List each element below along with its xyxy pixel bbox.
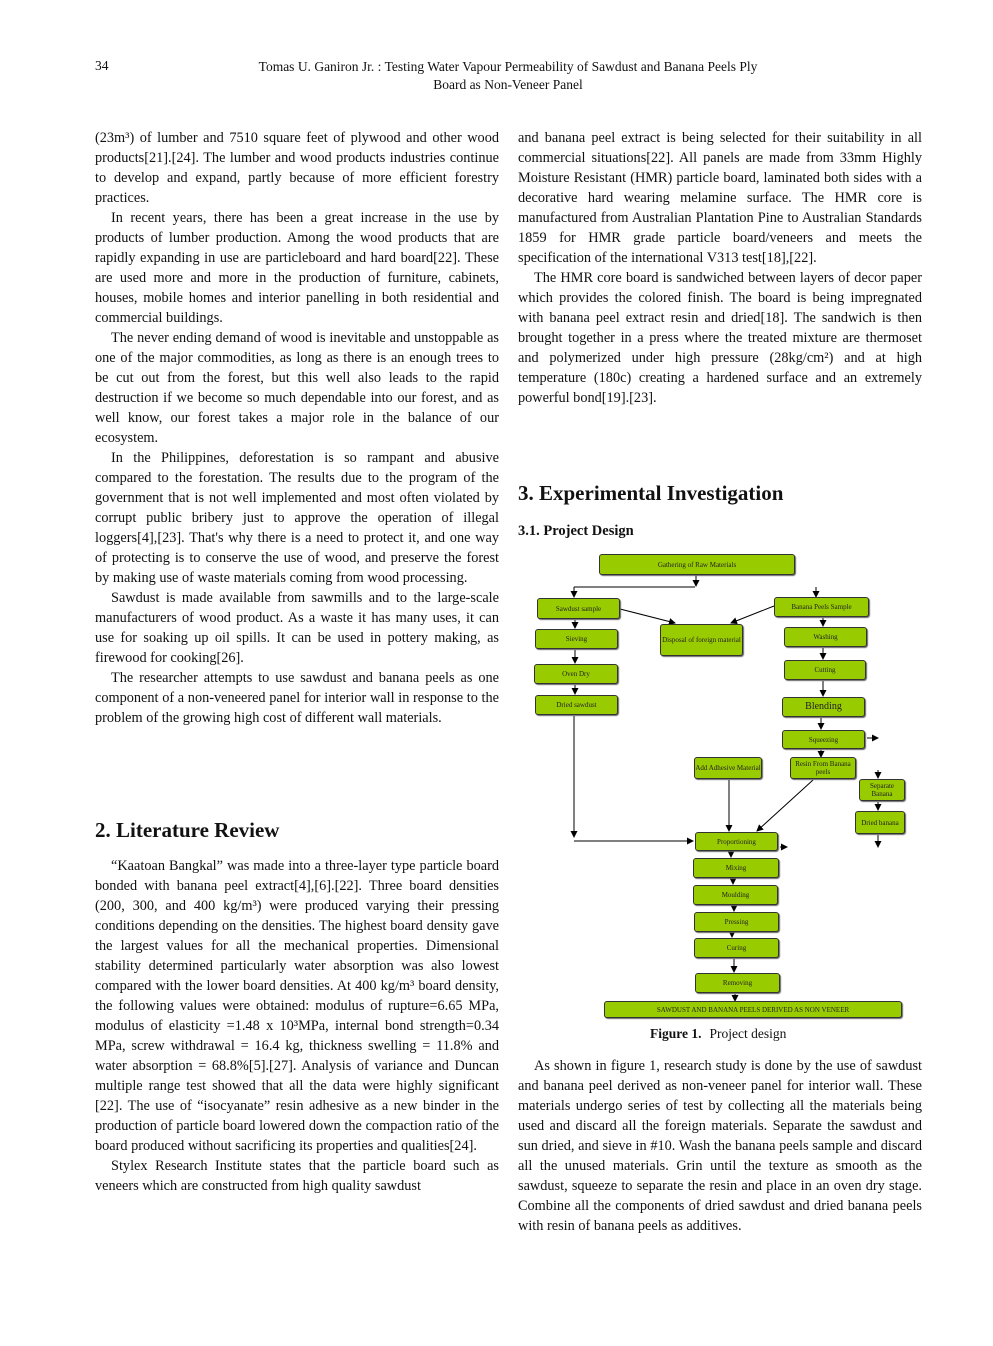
paragraph: and banana peel extract is being selecte… [518, 130, 922, 266]
box-washing: Washing [784, 627, 867, 647]
running-title-line1: Tomas U. Ganiron Jr. : Testing Water Vap… [258, 59, 758, 74]
paragraph: The never ending demand of wood is inevi… [95, 330, 499, 446]
box-squeezing: Squeezing [782, 730, 865, 749]
box-proportioning: Proportioning [695, 832, 778, 851]
box-removing: Removing [695, 973, 780, 993]
box-separate-banana: Separate Banana [859, 779, 905, 801]
running-title: Tomas U. Ganiron Jr. : Testing Water Vap… [150, 58, 866, 94]
box-curing: Curing [694, 938, 779, 958]
running-title-line2: Board as Non-Veneer Panel [433, 77, 583, 92]
box-gathering-raw-materials: Gathering of Raw Materials [599, 554, 795, 575]
left-column-top: (23m³) of lumber and 7510 square feet of… [95, 128, 499, 728]
box-banana-peels-sample: Banana Peels Sample [774, 597, 869, 617]
figure-caption: Figure 1. Project design [650, 1026, 786, 1042]
subsection-heading-project-design: 3.1. Project Design [518, 523, 634, 539]
section-heading-experimental: 3. Experimental Investigation [518, 481, 784, 505]
flowchart-connectors [570, 575, 882, 1002]
box-dried-banana: Dried banana [855, 811, 905, 834]
box-dried-sawdust: Dried sawdust [535, 695, 618, 715]
box-disposal-foreign-material: Disposal of foreign material [660, 624, 743, 656]
paragraph: “Kaatoan Bangkal” was made into a three-… [95, 858, 499, 1154]
box-resin-from-banana-peels: Resin From Banana peels [790, 757, 856, 779]
figure-caption-label: Figure 1. [650, 1026, 702, 1041]
box-cutting: Cutting [784, 660, 866, 680]
box-add-adhesive-material: Add Adhesive Material [694, 757, 762, 779]
paragraph: In recent years, there has been a great … [95, 210, 499, 326]
paragraph: The researcher attempts to use sawdust a… [95, 670, 499, 726]
section-heading-literature-review: 2. Literature Review [95, 818, 280, 842]
box-moulding: Moulding [693, 885, 778, 905]
paragraph: The HMR core board is sandwiched between… [518, 270, 922, 406]
box-mixing: Mixing [693, 858, 779, 878]
flowchart-figure: Gathering of Raw Materials Sawdust sampl… [525, 545, 915, 1025]
page-number: 34 [95, 58, 109, 73]
paragraph: In the Philippines, deforestation is so … [95, 450, 499, 586]
paragraph: Sawdust is made available from sawmills … [95, 590, 499, 666]
right-column-top: and banana peel extract is being selecte… [518, 128, 922, 408]
right-column-bottom: As shown in figure 1, research study is … [518, 1056, 922, 1236]
paragraph: As shown in figure 1, research study is … [518, 1058, 922, 1234]
box-pressing: Pressing [694, 912, 779, 932]
box-final-product: SAWDUST AND BANANA PEELS DERIVED AS NON … [604, 1001, 902, 1018]
paragraph: Stylex Research Institute states that th… [95, 1158, 499, 1194]
box-sawdust-sample: Sawdust sample [537, 598, 620, 619]
left-column-bottom: “Kaatoan Bangkal” was made into a three-… [95, 856, 499, 1196]
paragraph: (23m³) of lumber and 7510 square feet of… [95, 130, 499, 206]
box-sieving: Sieving [535, 629, 618, 649]
figure-caption-text: Project design [709, 1026, 787, 1041]
box-oven-dry: Oven Dry [534, 664, 618, 684]
box-blending: Blending [782, 697, 865, 717]
